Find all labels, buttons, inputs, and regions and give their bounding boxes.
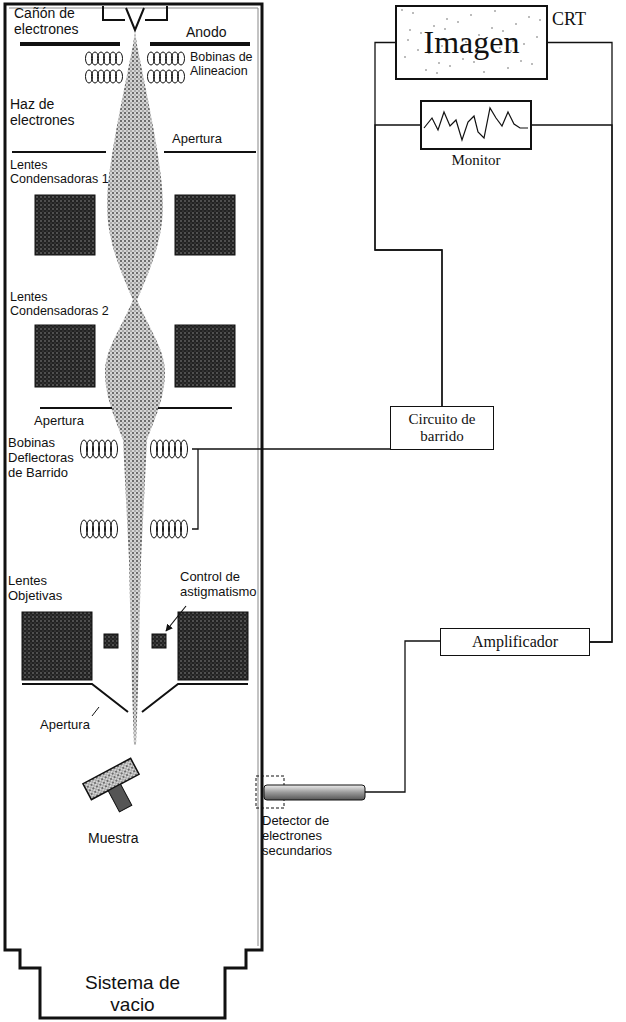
screen-dot — [407, 39, 409, 41]
part-label: Apertura — [172, 132, 242, 147]
amplifier-box: Amplificador — [440, 628, 590, 656]
part-label: Lentes Condensadoras 1 — [10, 158, 110, 187]
electron-gun — [103, 6, 167, 30]
coil-loop — [181, 520, 188, 538]
screen-dot — [436, 72, 438, 74]
objective-lens — [178, 612, 248, 680]
condenser-lens — [175, 195, 235, 255]
screen-dot — [401, 9, 403, 11]
screen-dot — [531, 63, 533, 65]
monitor-waveform — [424, 108, 528, 140]
signal-wire — [532, 125, 612, 642]
screen-dot — [412, 12, 414, 14]
vacuum-system: Sistema de vacio — [40, 968, 225, 1020]
screen-dot — [409, 29, 411, 31]
signal-wire — [375, 125, 442, 406]
part-label: Detector de electrones secundarios — [262, 814, 372, 859]
column-housing — [5, 4, 262, 1018]
part-label: Anodo — [186, 24, 246, 40]
coil-loop — [181, 440, 188, 458]
condenser-lens — [35, 195, 95, 255]
aperture-plate — [158, 407, 232, 409]
monitor-box: Monitor — [420, 100, 532, 150]
coil-loop — [178, 70, 185, 83]
part-label: Apertura — [34, 414, 104, 429]
crt-screen: CRTImagen — [395, 5, 548, 80]
coil-loop — [116, 52, 123, 65]
condenser-lens — [175, 325, 235, 387]
part-label: Cañón de electrones — [14, 5, 109, 37]
secondary-electron-detector — [264, 785, 365, 800]
node-text: Imagen — [424, 24, 520, 61]
leader-line — [166, 606, 186, 631]
screen-dot — [446, 18, 448, 20]
aperture-plate — [12, 151, 106, 153]
signal-wire — [548, 43, 612, 643]
screen-dot — [520, 60, 522, 62]
leader-line — [92, 707, 99, 716]
scan-wire — [192, 449, 390, 529]
screen-dot — [523, 43, 525, 45]
specimen — [83, 758, 150, 820]
stigmator — [104, 634, 118, 648]
screen-dot — [494, 10, 496, 12]
aperture-plate — [164, 151, 256, 153]
screen-dot — [404, 56, 406, 58]
coil-loop — [111, 520, 118, 538]
part-label: Control de astigmatismo — [180, 570, 264, 600]
coil-loop — [178, 52, 185, 65]
part-label: Muestra — [88, 830, 168, 846]
scan-circuit-box: Circuito de barrido — [390, 406, 494, 450]
screen-dot — [438, 62, 440, 64]
screen-dot — [425, 69, 427, 71]
node-heading: CRT — [552, 9, 586, 30]
signal-wire — [375, 43, 442, 407]
screen-dot — [470, 14, 472, 16]
screen-dot — [417, 49, 419, 51]
objective-lens — [22, 612, 92, 680]
node-heading: Monitor — [422, 152, 530, 169]
screen-dot — [539, 19, 541, 21]
screen-dot — [536, 36, 538, 38]
stigmator — [152, 634, 166, 648]
electron-beam — [105, 30, 165, 745]
node-text: Amplificador — [472, 633, 558, 651]
final-aperture — [22, 684, 248, 712]
node-text: Circuito de barrido — [391, 411, 493, 445]
coil-loop — [111, 440, 118, 458]
part-label: Apertura — [40, 718, 110, 733]
anode-plate — [150, 42, 250, 46]
screen-dot — [473, 61, 475, 63]
coil-windings — [81, 52, 188, 538]
screen-dot — [449, 65, 451, 67]
anode-plate — [20, 42, 120, 46]
part-label: Bobinas de Alineacion — [190, 50, 260, 79]
crt-screen-dots — [401, 9, 541, 74]
screen-dot — [420, 32, 422, 34]
part-label: Bobinas Deflectoras de Barrido — [8, 436, 80, 481]
part-label: Haz de electrones — [10, 96, 100, 128]
node-text: Sistema de vacio — [73, 972, 193, 1016]
coil-loop — [116, 70, 123, 83]
housing-inner-line — [9, 8, 258, 946]
screen-dot — [528, 16, 530, 18]
screen-dot — [457, 21, 459, 23]
part-label: Lentes Condensadoras 2 — [10, 290, 110, 319]
part-label: Lentes Objetivas — [8, 574, 88, 604]
signal-wire — [365, 641, 440, 792]
screen-dot — [483, 71, 485, 73]
condenser-lens — [35, 325, 95, 387]
aperture-plate — [40, 407, 112, 409]
screen-dot — [507, 67, 509, 69]
